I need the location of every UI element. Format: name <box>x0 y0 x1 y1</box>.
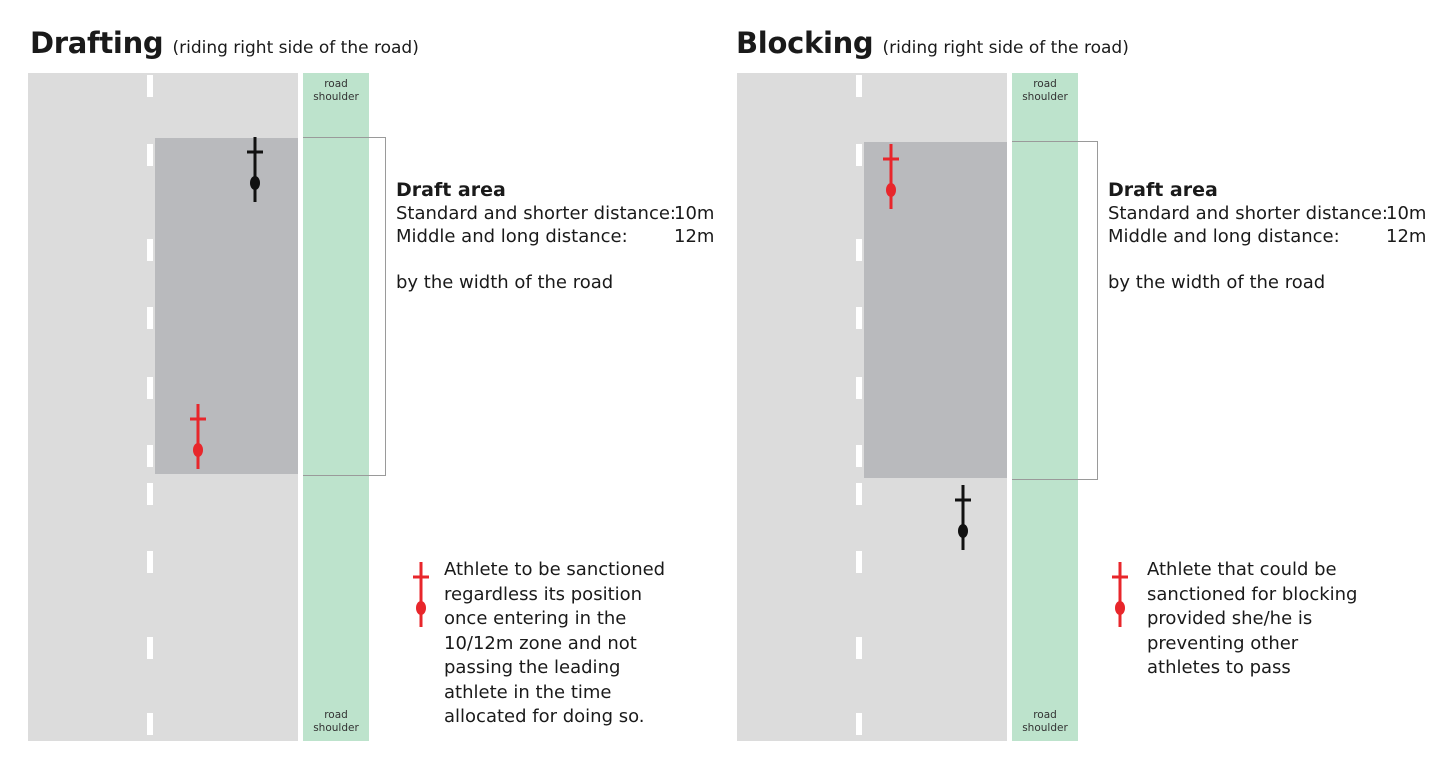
draft-row-value: 12m <box>674 226 715 247</box>
draft-area-info: Draft area Standard and shorter distance… <box>1108 179 1426 294</box>
lane-dash <box>147 483 153 505</box>
draft-area-bracket <box>1012 141 1098 480</box>
draft-row-label: Standard and shorter distance: <box>1108 203 1388 224</box>
draft-row-value: 10m <box>1386 203 1427 224</box>
lane-dash <box>856 445 862 467</box>
drafting-legend-text: Athlete to be sanctioned regardless its … <box>444 559 666 727</box>
lane-dash <box>147 144 153 166</box>
lane-dash <box>147 377 153 399</box>
draft-area-heading: Draft area <box>396 179 506 201</box>
draft-area-row: Standard and shorter distance: 10m <box>1108 202 1426 225</box>
lane-dash <box>856 75 862 97</box>
draft-row-value: 10m <box>674 203 715 224</box>
draft-row-label: Middle and long distance: <box>1108 226 1340 247</box>
lane-dash <box>856 551 862 573</box>
lane-dash <box>856 144 862 166</box>
blocking-road <box>737 73 1007 741</box>
draft-area-note: by the width of the road <box>1108 272 1326 293</box>
following-athlete-icon <box>955 485 971 550</box>
lane-dash <box>147 75 153 97</box>
lane-dash <box>147 445 153 467</box>
lane-dash <box>856 637 862 659</box>
sanctioned-athlete-legend-icon <box>1112 562 1128 627</box>
draft-area-row: Middle and long distance: 12m <box>396 225 714 248</box>
draft-area-note: by the width of the road <box>396 272 614 293</box>
draft-zone <box>864 142 1007 478</box>
lane-dash <box>147 713 153 735</box>
drafting-title-main: Drafting <box>30 26 164 60</box>
draft-area-row: Middle and long distance: 12m <box>1108 225 1426 248</box>
blocking-title: Blocking (riding right side of the road) <box>736 26 1129 60</box>
blocking-title-subtitle: (riding right side of the road) <box>882 38 1129 58</box>
lane-dash <box>856 483 862 505</box>
draft-area-row: Standard and shorter distance: 10m <box>396 202 714 225</box>
lane-dash <box>147 637 153 659</box>
draft-area-info: Draft area Standard and shorter distance… <box>396 179 714 294</box>
blocking-legend-text: Athlete that could be sanctioned for blo… <box>1147 559 1358 678</box>
draft-row-label: Standard and shorter distance: <box>396 203 676 224</box>
draft-zone <box>155 138 298 474</box>
drafting-panel: Drafting (riding right side of the road)… <box>0 0 720 760</box>
blocking-title-main: Blocking <box>736 26 874 60</box>
blocking-panel: Blocking (riding right side of the road)… <box>708 0 1428 760</box>
leading-athlete-icon <box>247 137 263 202</box>
draft-row-value: 12m <box>1386 226 1427 247</box>
sanctioned-athlete-legend-icon <box>413 562 429 627</box>
lane-dash <box>856 307 862 329</box>
draft-area-heading: Draft area <box>1108 179 1218 201</box>
draft-area-bracket <box>303 137 386 476</box>
lane-dash <box>147 239 153 261</box>
lane-dash <box>147 307 153 329</box>
lane-dash <box>856 239 862 261</box>
lane-dash <box>856 713 862 735</box>
drafting-title-subtitle: (riding right side of the road) <box>172 38 419 58</box>
lane-dash <box>147 551 153 573</box>
drafting-title: Drafting (riding right side of the road) <box>30 26 419 60</box>
blocking-athlete-icon <box>883 144 899 209</box>
draft-row-label: Middle and long distance: <box>396 226 628 247</box>
drafting-athlete-icon <box>190 404 206 469</box>
lane-dash <box>856 377 862 399</box>
